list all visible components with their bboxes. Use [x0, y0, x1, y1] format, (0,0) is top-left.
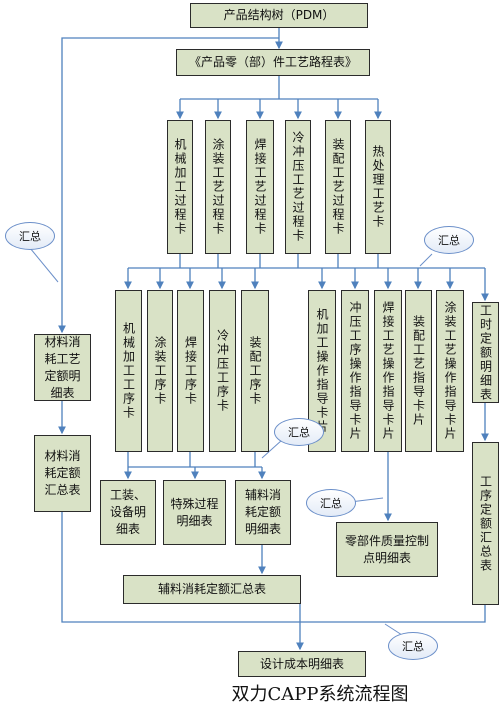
- diagram-caption: 双力CAPP系统流程图: [231, 684, 409, 705]
- summary-bubble-middle: 汇总: [274, 418, 324, 446]
- operation-card-welding: 焊接工艺操作指导卡片: [374, 290, 402, 452]
- operation-card-painting: 涂装工艺操作指导卡片: [436, 290, 464, 452]
- operation-card-stamping: 冲压工序操作指导卡片: [341, 290, 369, 452]
- process-card-assembly: 装配工艺过程卡: [325, 120, 351, 254]
- sequence-card-assembly: 装配工序卡: [241, 290, 269, 452]
- material-summary-table: 材料消耗定额汇总表: [34, 435, 91, 512]
- process-card-heat-treatment: 热处理工艺卡: [365, 120, 391, 254]
- process-card-stamping: 冷冲压工艺过程卡: [285, 120, 311, 254]
- aux-material-summary-table: 辅料消耗定额汇总表: [123, 575, 301, 604]
- sequence-card-stamping: 冷冲压工序卡: [209, 290, 236, 452]
- pdm-node: 产品结构树（PDM）: [190, 3, 368, 28]
- sequence-card-welding: 焊接工序卡: [177, 290, 204, 452]
- material-detail-table: 材料消耗工艺定额明细表: [34, 334, 91, 401]
- process-card-painting: 涂装工艺过程卡: [205, 120, 231, 254]
- sequence-card-painting: 涂装工序卡: [147, 290, 173, 452]
- special-process-table: 特殊过程明细表: [163, 480, 226, 545]
- route-node: 《产品零（部）件工艺路程表》: [176, 49, 370, 76]
- operation-card-assembly: 装配工艺指导卡片: [405, 290, 432, 452]
- summary-bubble-bottom: 汇总: [388, 632, 438, 660]
- quality-control-table: 零部件质量控制点明细表: [336, 522, 438, 577]
- design-cost-table: 设计成本明细表: [238, 651, 366, 677]
- summary-bubble-left: 汇总: [5, 222, 55, 250]
- sequence-card-machining: 机械加工工序卡: [115, 290, 142, 452]
- process-card-welding: 焊接工艺过程卡: [246, 120, 274, 254]
- aux-material-detail-table: 辅料消耗定额明细表: [235, 480, 291, 545]
- summary-bubble-right: 汇总: [424, 226, 474, 254]
- summary-bubble-quality: 汇总: [306, 489, 356, 517]
- worktime-detail-table: 工时定额明细表: [472, 302, 499, 403]
- worktime-summary-table: 工序定额汇总表: [472, 442, 499, 605]
- tooling-equipment-table: 工装、设备明细表: [100, 480, 156, 545]
- process-card-machining: 机械加工过程卡: [167, 120, 193, 254]
